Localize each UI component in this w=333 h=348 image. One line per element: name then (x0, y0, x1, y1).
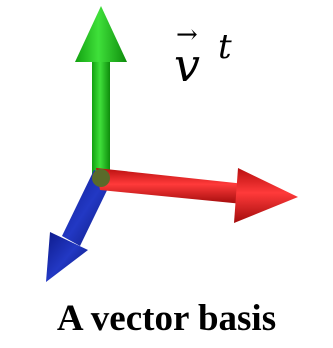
vector-label: → v t (168, 22, 273, 94)
green-arrow-shaft (92, 60, 110, 178)
origin-point (92, 169, 110, 187)
green-arrow-head (75, 6, 127, 62)
red-arrow-shaft (96, 168, 245, 204)
blue-arrow-icon (46, 170, 112, 282)
red-arrow-head (234, 168, 298, 223)
blue-arrow-head (46, 232, 88, 282)
green-arrow-icon (75, 6, 127, 178)
blue-arrow-shaft (62, 170, 112, 246)
vector-arrow-accent: → (176, 20, 198, 50)
vector-superscript: t (218, 27, 232, 67)
vector-symbol: v (174, 38, 200, 92)
red-arrow-icon (96, 168, 298, 223)
figure-caption: A vector basis (56, 298, 277, 339)
